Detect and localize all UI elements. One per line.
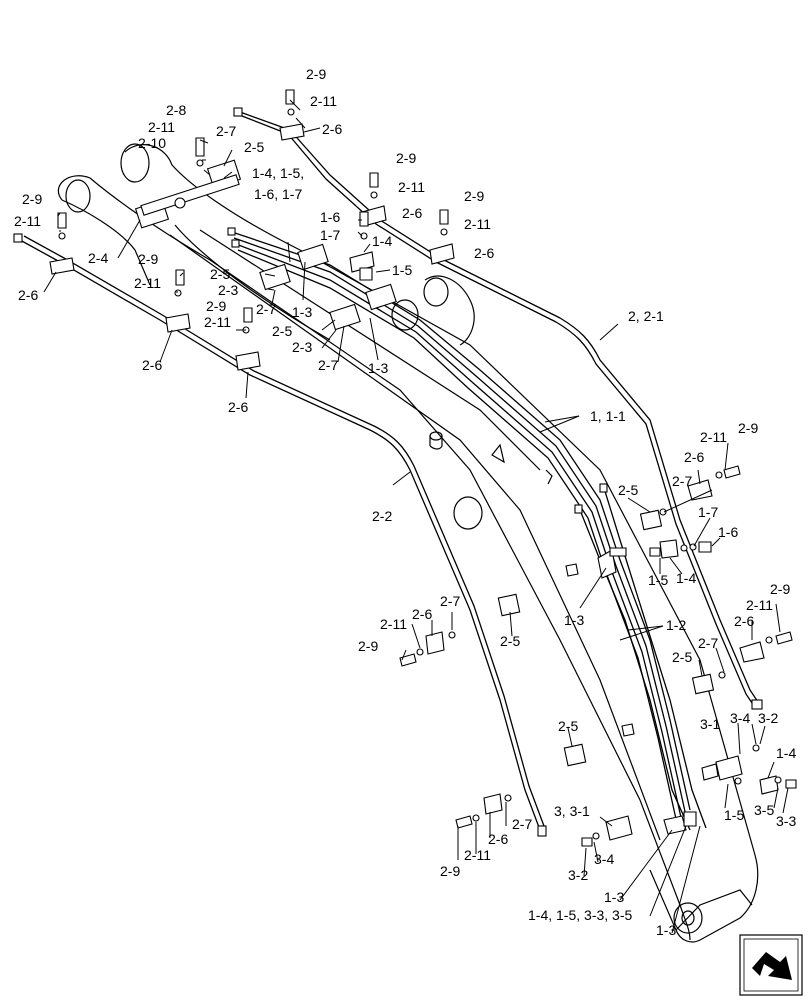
label-1-7: 1-7 bbox=[320, 227, 340, 243]
label-2-9: 2-9 bbox=[440, 863, 460, 879]
label-1-4: 1-4 bbox=[676, 570, 696, 586]
label-3-2: 3-2 bbox=[568, 867, 588, 883]
label-2-10: 2-10 bbox=[138, 135, 166, 151]
label-1-3: 1-3 bbox=[292, 304, 312, 320]
right-side-hardware-upper bbox=[597, 465, 741, 579]
label-1-3: 1-3 bbox=[604, 889, 624, 905]
label-2-5: 2-5 bbox=[500, 633, 520, 649]
label-2-11: 2-11 bbox=[464, 216, 491, 232]
label-1-7: 1-7 bbox=[698, 504, 718, 520]
label-2-8: 2-8 bbox=[166, 102, 186, 118]
clamp-2-6-left-mid bbox=[165, 269, 261, 371]
label-2-2: 2-2 bbox=[372, 508, 392, 524]
label-1-1-1: 1, 1-1 bbox=[590, 408, 626, 424]
label-1-4-1-5: 1-4, 1-5, bbox=[252, 165, 304, 181]
label-3-3: 3-3 bbox=[776, 813, 796, 829]
label-2-11: 2-11 bbox=[398, 179, 425, 195]
pipe-1-2 bbox=[574, 483, 707, 831]
label-2-7: 2-7 bbox=[698, 635, 718, 651]
label-2-2-1: 2, 2-1 bbox=[628, 308, 664, 324]
label-2-9: 2-9 bbox=[306, 66, 326, 82]
label-2-5: 2-5 bbox=[210, 266, 230, 282]
label-2-9: 2-9 bbox=[358, 638, 378, 654]
label-2-5: 2-5 bbox=[558, 718, 578, 734]
label-1-2: 1-2 bbox=[666, 617, 686, 633]
label-2-9: 2-9 bbox=[738, 420, 758, 436]
label-2-6: 2-6 bbox=[684, 449, 704, 465]
label-1-5: 1-5 bbox=[724, 807, 744, 823]
label-3-2: 3-2 bbox=[758, 710, 778, 726]
label-2-11: 2-11 bbox=[310, 93, 337, 109]
label-2-11: 2-11 bbox=[148, 119, 175, 135]
label-1-6: 1-6 bbox=[718, 524, 738, 540]
label-2-9: 2-9 bbox=[206, 298, 226, 314]
label-2-5: 2-5 bbox=[272, 323, 292, 339]
label-1-6-1-7: 1-6, 1-7 bbox=[254, 186, 302, 202]
clamp-2-5-block-mid bbox=[259, 211, 397, 331]
label-2-6: 2-6 bbox=[412, 606, 432, 622]
label-2-4: 2-4 bbox=[88, 250, 108, 266]
label-1-6: 1-6 bbox=[320, 209, 340, 225]
label-2-6: 2-6 bbox=[734, 613, 754, 629]
label-2-11: 2-11 bbox=[134, 275, 161, 291]
label-3-5: 3-5 bbox=[754, 802, 774, 818]
label-2-5: 2-5 bbox=[672, 649, 692, 665]
pipe-2-2-1 bbox=[233, 107, 763, 710]
label-2-11: 2-11 bbox=[14, 213, 41, 229]
label-1-4-1-5-3-3-3-5: 1-4, 1-5, 3-3, 3-5 bbox=[528, 907, 632, 923]
label-2-6: 2-6 bbox=[474, 245, 494, 261]
label-2-7: 2-7 bbox=[216, 123, 236, 139]
label-2-6: 2-6 bbox=[322, 121, 342, 137]
label-2-9: 2-9 bbox=[464, 188, 484, 204]
label-1-4: 1-4 bbox=[776, 745, 796, 761]
label-2-11: 2-11 bbox=[204, 314, 231, 330]
label-1-4: 1-4 bbox=[372, 233, 392, 249]
clamp-2-5-block-top bbox=[134, 137, 242, 229]
label-2-6: 2-6 bbox=[18, 287, 38, 303]
clamp-2-6-upper bbox=[279, 89, 305, 141]
pipe-2-2 bbox=[13, 233, 547, 837]
clamp-2-6-right-top bbox=[429, 209, 455, 265]
label-2-9: 2-9 bbox=[138, 251, 158, 267]
label-2-9: 2-9 bbox=[396, 150, 416, 166]
label-2-6: 2-6 bbox=[402, 205, 422, 221]
label-2-7: 2-7 bbox=[256, 301, 276, 317]
label-3-4: 3-4 bbox=[730, 710, 750, 726]
label-3-1: 3-1 bbox=[700, 716, 720, 732]
label-2-7: 2-7 bbox=[318, 357, 338, 373]
label-2-5: 2-5 bbox=[244, 139, 264, 155]
label-2-6: 2-6 bbox=[142, 357, 162, 373]
label-2-6: 2-6 bbox=[488, 831, 508, 847]
callout-labels: 2-9 2-11 2-6 2-8 2-11 2-10 2-7 2-5 2-9 2… bbox=[14, 66, 796, 938]
label-1-5: 1-5 bbox=[648, 572, 668, 588]
label-2-11: 2-11 bbox=[700, 429, 727, 445]
label-2-7: 2-7 bbox=[440, 593, 460, 609]
label-2-11: 2-11 bbox=[380, 616, 407, 632]
label-2-3: 2-3 bbox=[218, 282, 238, 298]
label-1-3: 1-3 bbox=[368, 360, 388, 376]
label-2-7: 2-7 bbox=[672, 473, 692, 489]
label-1-5: 1-5 bbox=[392, 262, 412, 278]
label-1-3: 1-3 bbox=[656, 922, 676, 938]
label-3-3-1: 3, 3-1 bbox=[554, 803, 590, 819]
label-2-11: 2-11 bbox=[746, 597, 773, 613]
label-2-7: 2-7 bbox=[512, 816, 532, 832]
arrow-badge-icon[interactable] bbox=[739, 934, 803, 996]
clamp-2-6-top-left bbox=[49, 212, 75, 275]
label-1-3: 1-3 bbox=[564, 612, 584, 628]
leader-lines bbox=[43, 99, 789, 934]
label-2-9: 2-9 bbox=[770, 581, 790, 597]
label-2-3: 2-3 bbox=[292, 339, 312, 355]
label-2-5: 2-5 bbox=[618, 482, 638, 498]
label-3-4: 3-4 bbox=[594, 851, 614, 867]
label-2-9: 2-9 bbox=[22, 191, 42, 207]
label-2-11: 2-11 bbox=[464, 847, 491, 863]
right-side-hardware-lower bbox=[663, 631, 797, 835]
label-2-6: 2-6 bbox=[228, 399, 248, 415]
left-side-hardware bbox=[399, 563, 635, 847]
